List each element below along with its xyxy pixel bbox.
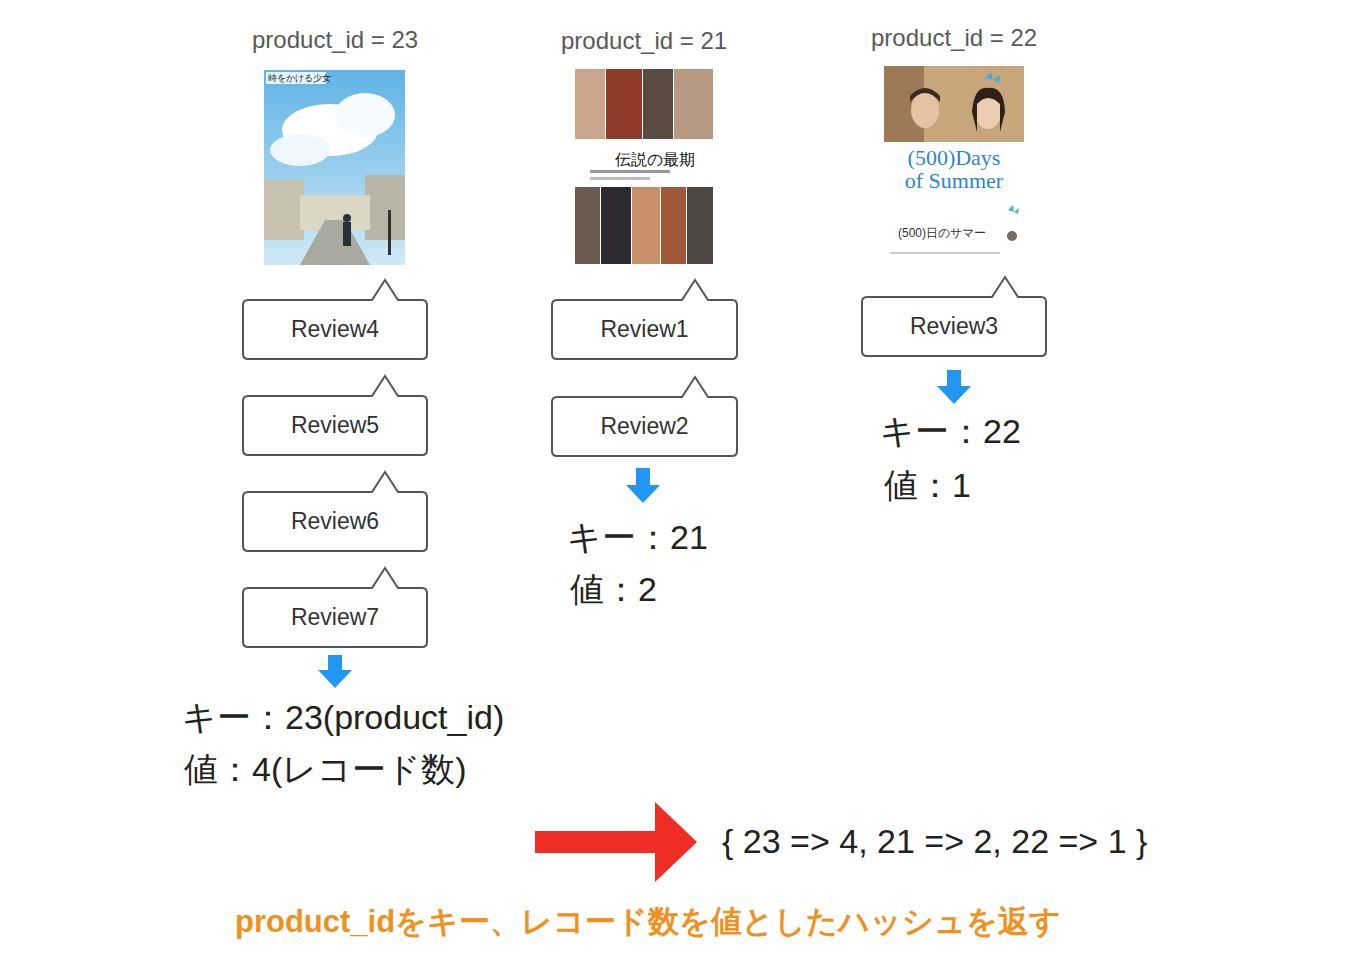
poster-title: (500)Days of Summer <box>898 146 1010 192</box>
id-heading: product_id = 23 <box>252 26 418 54</box>
poster-figure <box>1007 231 1017 241</box>
review-bubble: Review5 <box>243 396 427 455</box>
poster-ground <box>884 66 1024 262</box>
review-label: Review4 <box>291 316 379 343</box>
photo-tile <box>632 187 660 264</box>
face <box>911 92 939 128</box>
review-label: Review2 <box>600 413 688 440</box>
hash-value: 値：2 <box>570 570 657 609</box>
poster-photo <box>884 66 1024 142</box>
movie-poster <box>884 66 1024 262</box>
id-heading: product_id = 21 <box>561 27 727 55</box>
photo-tile <box>674 69 713 139</box>
poster-fineprint <box>590 170 670 173</box>
hash-value: 値：4(レコード数) <box>184 750 467 789</box>
butterfly <box>1008 205 1019 214</box>
bubble-shape <box>243 376 427 455</box>
photo-tile <box>643 69 673 139</box>
cloud <box>335 93 395 137</box>
review-label: Review7 <box>291 604 379 631</box>
poster-fineprint <box>890 252 1000 254</box>
bubble-shape <box>552 377 737 456</box>
review-bubble: Review2 <box>552 397 737 456</box>
result-arrow <box>535 802 697 882</box>
figure <box>343 222 351 246</box>
photo-tile <box>601 187 631 264</box>
photo-tile <box>687 187 713 264</box>
poster-title: 伝説の最期 <box>615 151 695 169</box>
poster-subtitle: (500)日のサマー <box>898 227 986 241</box>
bubble-shape <box>243 472 427 551</box>
poster-sky <box>264 70 405 265</box>
hash-key: キー：22 <box>880 412 1021 451</box>
down-arrow <box>626 468 660 503</box>
hash-value: 値：1 <box>884 466 971 505</box>
photo-tile <box>606 69 642 139</box>
review-label: Review6 <box>291 508 379 535</box>
review-bubble: Review6 <box>243 492 427 551</box>
bubble-shape <box>862 277 1046 356</box>
bubble-shape <box>552 280 737 359</box>
railway-sign <box>388 210 391 255</box>
hair <box>972 88 1005 132</box>
photo-tile <box>575 69 605 139</box>
poster-ground <box>574 68 714 265</box>
review-bubble: Review7 <box>243 588 427 647</box>
id-heading: product_id = 22 <box>871 24 1037 52</box>
photo-tile <box>575 187 600 264</box>
hash-key: キー：23(product_id) <box>182 698 504 737</box>
bubble-shape <box>243 280 427 359</box>
figure <box>343 214 351 222</box>
review-label: Review3 <box>910 313 998 340</box>
building <box>365 175 405 240</box>
road <box>300 220 370 265</box>
poster-title: 時をかける少女 <box>268 73 331 83</box>
cloud <box>270 134 330 166</box>
butterfly <box>985 72 1000 83</box>
down-arrow <box>937 370 971 404</box>
movie-poster <box>574 68 714 265</box>
review-bubble: Review1 <box>552 300 737 359</box>
hair <box>910 88 940 102</box>
caption: product_idをキー、レコード数を値としたハッシュを返す <box>235 904 1061 940</box>
hash-key: キー：21 <box>567 518 708 557</box>
photo-tile <box>661 187 686 264</box>
poster-fineprint <box>590 177 650 180</box>
movie-poster <box>264 70 405 265</box>
review-label: Review5 <box>291 412 379 439</box>
review-bubble: Review4 <box>243 300 427 359</box>
review-bubble: Review3 <box>862 297 1046 356</box>
review-label: Review1 <box>600 316 688 343</box>
down-arrow <box>318 655 352 688</box>
bubble-shape <box>243 568 427 647</box>
hash-result: { 23 => 4, 21 => 2, 22 => 1 } <box>722 822 1147 861</box>
building <box>264 180 304 240</box>
